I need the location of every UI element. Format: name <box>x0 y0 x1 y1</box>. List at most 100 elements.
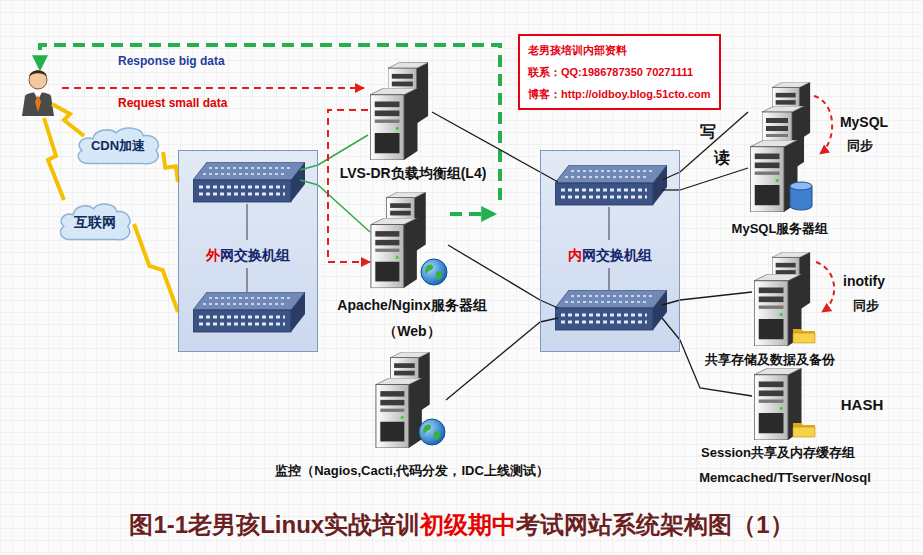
edge-label: 写 <box>700 123 716 141</box>
cloud-label: CDN加速 <box>91 137 145 155</box>
folder-icon <box>793 423 815 437</box>
switch-stack-link <box>608 268 609 290</box>
note-box: 老男孩培训内部资料联系：QQ:1986787350 70271111博客：htt… <box>518 34 721 110</box>
caption-part: 考试网站系统架构图（1） <box>516 511 793 538</box>
network-switch <box>193 162 305 202</box>
switch-uplink-wire <box>540 172 558 182</box>
switch-uplink-wire <box>662 172 680 180</box>
sync-label: MySQL <box>840 113 888 131</box>
server-group: Apache/Nginx服务器组（Web） <box>370 192 448 288</box>
server-label: MySQL服务器组 <box>732 220 829 238</box>
server-label: Memcached/TTserver/Nosql <box>699 469 871 487</box>
server-group: Session共享及内存缓存组Memcached/TTserver/Nosql <box>752 368 818 440</box>
user-figure <box>22 92 54 116</box>
server-group: LVS-DR负载均衡组(L4) <box>368 62 432 160</box>
network-cable <box>318 135 368 165</box>
lightning-link <box>134 224 178 312</box>
sync-arrow <box>814 96 832 154</box>
figure-caption: 图1-1老男孩Linux实战培训初级期中考试网站系统架构图（1） <box>0 510 923 540</box>
globe-icon <box>419 419 445 445</box>
server-label: Session共享及内存缓存组 <box>701 444 855 462</box>
user-figure <box>29 71 47 89</box>
user-figure <box>35 95 41 112</box>
wireless-link <box>52 104 84 136</box>
server-label: （Web） <box>383 322 440 340</box>
cloud-node: 互联网 <box>56 200 134 244</box>
switch-group-panel: 外网交换机组 <box>178 150 318 352</box>
request-flow-arrow <box>328 110 370 262</box>
server-tower <box>371 218 417 288</box>
switch-uplink-wire <box>300 165 318 170</box>
lightning-link <box>163 152 178 182</box>
database-icon <box>790 182 812 190</box>
switch-uplink-wire <box>662 318 680 340</box>
hash-label: HASH <box>841 396 884 414</box>
switch-uplink-wire <box>300 180 318 185</box>
network-cable <box>432 112 540 172</box>
server-tower <box>370 88 417 160</box>
note-text: 老男孩培训内部资料 <box>528 39 711 61</box>
server-tower <box>370 62 810 448</box>
switch-group-panel-fill <box>178 150 680 352</box>
server-group: 共享存储及数据及备份 <box>752 252 818 346</box>
user-figure <box>22 70 54 116</box>
panel-title: 外网交换机组 <box>179 246 317 264</box>
database-icon <box>790 182 812 210</box>
switch-uplink-wire <box>540 172 680 340</box>
switch-uplink-wire <box>662 300 680 305</box>
switch-uplink-wire <box>540 318 558 322</box>
network-cable <box>448 245 540 300</box>
switch-group-panel: 内网交换机组 <box>540 150 680 352</box>
network-switch <box>193 292 305 332</box>
network-cable <box>318 185 370 232</box>
cloud-shape <box>78 128 158 164</box>
sync-label: 同步 <box>853 297 879 315</box>
flow-label: Request small data <box>118 94 227 112</box>
caption-part: 初级期中 <box>420 511 516 538</box>
switch-stack-link <box>246 268 247 292</box>
wireless-link <box>44 104 84 200</box>
switch-group-panel-fill <box>178 150 318 352</box>
edge-label: 读 <box>714 149 730 167</box>
sync-label: inotify <box>843 272 885 290</box>
globe-icon <box>419 259 447 445</box>
server-label: 共享存储及数据及备份 <box>705 351 835 369</box>
network-cable <box>680 340 752 396</box>
network-cable <box>680 112 748 172</box>
folder-icon <box>793 329 815 437</box>
network-cable <box>446 322 540 400</box>
switch-uplink-wire <box>300 165 318 185</box>
request-flow-line <box>62 87 364 89</box>
switch-uplink-wire <box>662 189 680 190</box>
server-label: LVS-DR负载均衡组(L4) <box>340 164 487 182</box>
server-tower <box>376 378 422 448</box>
note-text: 博客：http://oldboy.blog.51cto.com <box>528 83 711 105</box>
server-label: Apache/Nginx服务器组 <box>337 296 486 314</box>
server-group: MySQL服务器组 <box>748 82 816 214</box>
switch-uplink-wire <box>540 300 558 308</box>
network-switch <box>555 165 667 205</box>
wireless-link <box>44 118 64 200</box>
user-figure <box>29 70 47 77</box>
response-flow-line <box>40 45 500 200</box>
server-label: 监控（Nagios,Cacti,代码分发，IDC上线测试） <box>275 462 549 480</box>
network-cable <box>680 168 748 190</box>
flow-label: Response big data <box>118 52 225 70</box>
cloud-shape <box>61 204 130 240</box>
globe-icon <box>421 259 447 285</box>
sync-arrow <box>816 262 834 312</box>
cloud-label: 互联网 <box>74 213 116 231</box>
panel-title: 内网交换机组 <box>541 246 679 264</box>
response-flow-line <box>450 212 494 216</box>
switch-group-panel-fill <box>540 150 680 352</box>
folder-icon <box>793 329 815 343</box>
note-text: 联系：QQ:1986787350 70271111 <box>528 61 711 83</box>
server-group: 监控（Nagios,Cacti,代码分发，IDC上线测试） <box>375 352 446 448</box>
network-switch <box>555 290 667 330</box>
switch-stack-link <box>608 207 609 240</box>
sync-label: 同步 <box>847 137 873 155</box>
switch-stack-link <box>246 204 247 240</box>
